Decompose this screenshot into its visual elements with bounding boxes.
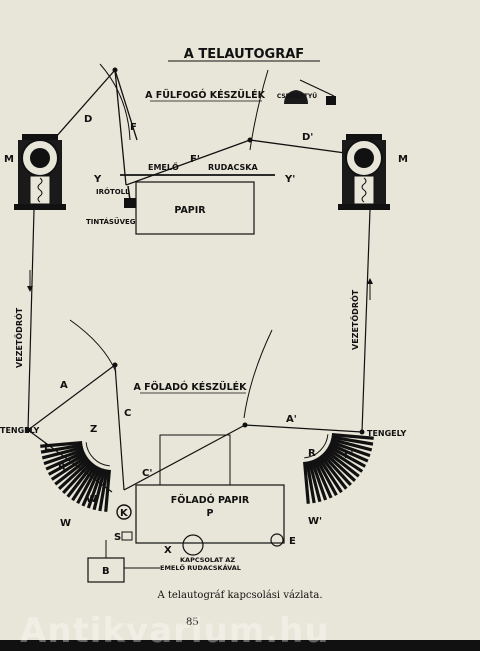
left-magnet-icon	[14, 134, 66, 210]
label-F: F	[130, 122, 137, 133]
label-A: A	[60, 380, 68, 391]
contact-x-icon	[182, 534, 204, 556]
contact-segment	[104, 469, 111, 512]
contact-segment	[327, 444, 367, 468]
receiver-paper-label: PAPIR	[174, 205, 206, 216]
label-D: D	[84, 114, 92, 125]
label-K: K	[120, 508, 129, 519]
watermark: Antikvarium.hu	[20, 611, 330, 651]
right-magnet-icon	[338, 134, 390, 210]
wire-label-left: VEZETŐDRÓT	[13, 307, 24, 368]
sender-heading: A FÖLADÓ KÉSZÜLÉK	[133, 381, 247, 393]
contact-segment	[303, 461, 310, 504]
label-M-right: M	[398, 154, 408, 165]
contact-segment	[319, 454, 348, 490]
contact-segment	[314, 457, 338, 497]
contact-segment	[312, 458, 333, 499]
label-W-second: W	[86, 494, 97, 505]
label-B: B	[102, 566, 110, 577]
contact-segment	[321, 452, 352, 487]
contact-segment	[326, 447, 364, 473]
contact-segment	[328, 442, 369, 463]
contact-segment	[47, 452, 87, 476]
receiver-linkage	[39, 69, 361, 186]
contact-segment	[86, 467, 104, 509]
contact-segment	[329, 440, 371, 458]
contact-segment	[81, 466, 102, 507]
inkwell-icon	[124, 185, 136, 208]
connecting-wires	[27, 209, 371, 493]
label-W-prime: W'	[308, 516, 322, 527]
bell-icon	[284, 79, 336, 105]
receiver-heading: A FÜLFOGÓ KÉSZÜLÉK	[145, 89, 266, 101]
label-A-prime: A'	[286, 414, 297, 425]
sender-paper	[135, 484, 285, 544]
connection-note-line2: EMELŐ RUDACSKÁVAL	[160, 563, 241, 572]
label-Z: Z	[90, 424, 97, 435]
wire-label-right: VEZETŐDRÓT	[349, 289, 360, 350]
contact-segment	[43, 448, 85, 466]
contact-segment	[54, 457, 90, 486]
contact-segment	[40, 441, 83, 448]
contact-segment	[62, 460, 93, 495]
label-X: X	[164, 545, 172, 556]
label-W: W	[60, 518, 71, 529]
label-L-prime: L'	[344, 450, 353, 461]
inkwell-label: TINTÁSÜVEG	[86, 217, 136, 226]
page-number: 85	[186, 617, 199, 628]
contact-segment	[57, 459, 92, 490]
contact-segment	[310, 459, 328, 501]
label-E: E	[289, 536, 296, 547]
label-D-prime: D'	[302, 132, 313, 143]
axis-label-right: TENGELY	[367, 429, 407, 438]
contact-segment	[71, 464, 97, 502]
label-R: R	[308, 448, 316, 459]
label-Y-prime: Y'	[284, 174, 295, 185]
contact-segment	[66, 462, 95, 498]
left-contact-fan	[40, 441, 111, 512]
label-S: S	[114, 532, 121, 543]
contact-segment	[76, 465, 100, 505]
contact-arc	[304, 434, 329, 459]
contact-arc	[85, 442, 110, 467]
contact-segment	[331, 433, 374, 440]
pen-label: IRÓTOLL	[96, 187, 130, 196]
label-Y: Y	[93, 174, 102, 185]
contact-segment	[50, 455, 88, 481]
bell-label: CSENGETYŰ	[277, 93, 317, 100]
label-F-prime: F'	[190, 154, 200, 165]
contact-segment	[324, 449, 360, 478]
sender-paper-label: FÖLADÓ PAPIR	[171, 494, 250, 506]
contact-segment	[317, 456, 343, 494]
rod-label: RUDACSKA	[208, 163, 258, 172]
contact-segment	[92, 468, 107, 511]
contact-segment	[330, 437, 373, 452]
contact-segment	[305, 461, 316, 504]
diagram-title: A TELAUTOGRAF	[184, 47, 304, 62]
key-k-icon	[116, 504, 132, 520]
contact-e-icon	[270, 533, 284, 547]
label-R-prime: R'	[58, 462, 69, 473]
contact-segment	[45, 450, 86, 471]
figure-caption: A telautográf kapcsolási vázlata.	[157, 590, 323, 601]
label-C: C	[124, 408, 131, 419]
label-M-left: M	[4, 154, 14, 165]
label-C-prime: C'	[142, 468, 152, 479]
lift-label: EMELŐ	[148, 162, 179, 172]
label-L: L	[44, 442, 51, 453]
contact-segment	[307, 460, 322, 503]
contact-segment	[331, 435, 374, 446]
contact-segment	[41, 445, 84, 460]
contact-segment	[322, 451, 357, 482]
axis-label-left: TENGELY	[0, 426, 40, 435]
connection-note-line1: KAPCSOLAT AZ	[180, 556, 235, 564]
contact-segment	[98, 469, 109, 512]
contact-segment	[40, 443, 83, 454]
right-contact-fan	[303, 433, 374, 504]
sender-paper-letter: P	[207, 508, 214, 519]
